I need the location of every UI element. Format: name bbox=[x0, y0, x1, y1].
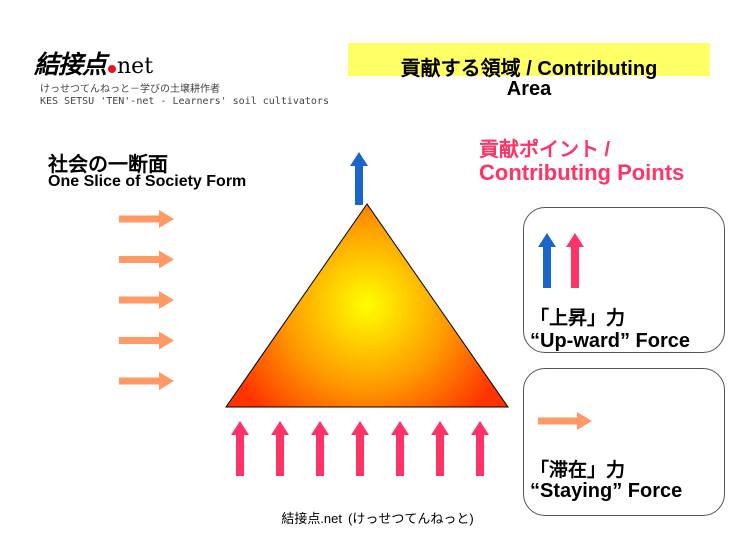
bottom-pink-arrow bbox=[231, 421, 249, 476]
slice-label-jp: 社会の一断面 bbox=[48, 152, 168, 176]
logo-tagline-jp: けっせつてんねっと－学びの土壌耕作者 bbox=[40, 84, 220, 95]
diagram-title: 貢献する領域 / Contributing bbox=[400, 58, 658, 80]
site-logo: 結接点 net bbox=[34, 45, 153, 81]
left-orange-arrow bbox=[119, 210, 174, 228]
legend-staying-label-en: “Staying” Force bbox=[530, 480, 683, 502]
top-blue-arrow bbox=[350, 152, 368, 205]
society-triangle bbox=[225, 203, 509, 408]
bottom-pink-arrow bbox=[271, 421, 289, 476]
left-orange-arrow bbox=[119, 250, 174, 269]
logo-red-dot bbox=[108, 65, 117, 73]
bottom-pink-arrow bbox=[351, 421, 369, 476]
left-orange-arrow bbox=[119, 331, 174, 350]
legend-staying-orange-arrow bbox=[538, 412, 592, 430]
bottom-pink-arrow bbox=[471, 421, 489, 476]
legend-upward-blue-arrow bbox=[538, 233, 556, 288]
logo-name: 結接点 bbox=[34, 50, 107, 79]
legend-upward-pink-arrow bbox=[566, 233, 584, 288]
bottom-pink-arrow bbox=[311, 421, 329, 476]
logo-tagline-en: KES SETSU 'TEN'-net - Learners' soil cul… bbox=[40, 96, 329, 107]
diagram-title-continued: Area bbox=[506, 78, 552, 100]
legend-upward-label-jp: 「上昇」力 bbox=[530, 307, 626, 329]
left-orange-arrow bbox=[119, 291, 174, 309]
bottom-pink-arrow bbox=[391, 421, 409, 476]
legend-box-upward bbox=[523, 207, 725, 353]
legend-staying-label-jp: 「滞在」力 bbox=[530, 459, 626, 481]
contributing-points-label-jp: 貢献ポイント / bbox=[479, 139, 611, 161]
footer: 結接点.net (けっせつてんねっと) bbox=[0, 508, 749, 527]
legend-upward-label-en: “Up-ward” Force bbox=[530, 330, 691, 352]
contributing-points-label-en: Contributing Points bbox=[479, 160, 685, 185]
footer-reading: (けっせつてんねっと) bbox=[348, 511, 474, 526]
footer-site-name: 結接点.net bbox=[281, 511, 342, 526]
title-highlight bbox=[348, 43, 710, 76]
logo-suffix: net bbox=[117, 54, 154, 79]
bottom-pink-arrow bbox=[431, 421, 449, 476]
slice-label-en: One Slice of Society Form bbox=[48, 173, 247, 190]
left-orange-arrow bbox=[119, 372, 174, 390]
legend-box-staying bbox=[523, 368, 725, 516]
